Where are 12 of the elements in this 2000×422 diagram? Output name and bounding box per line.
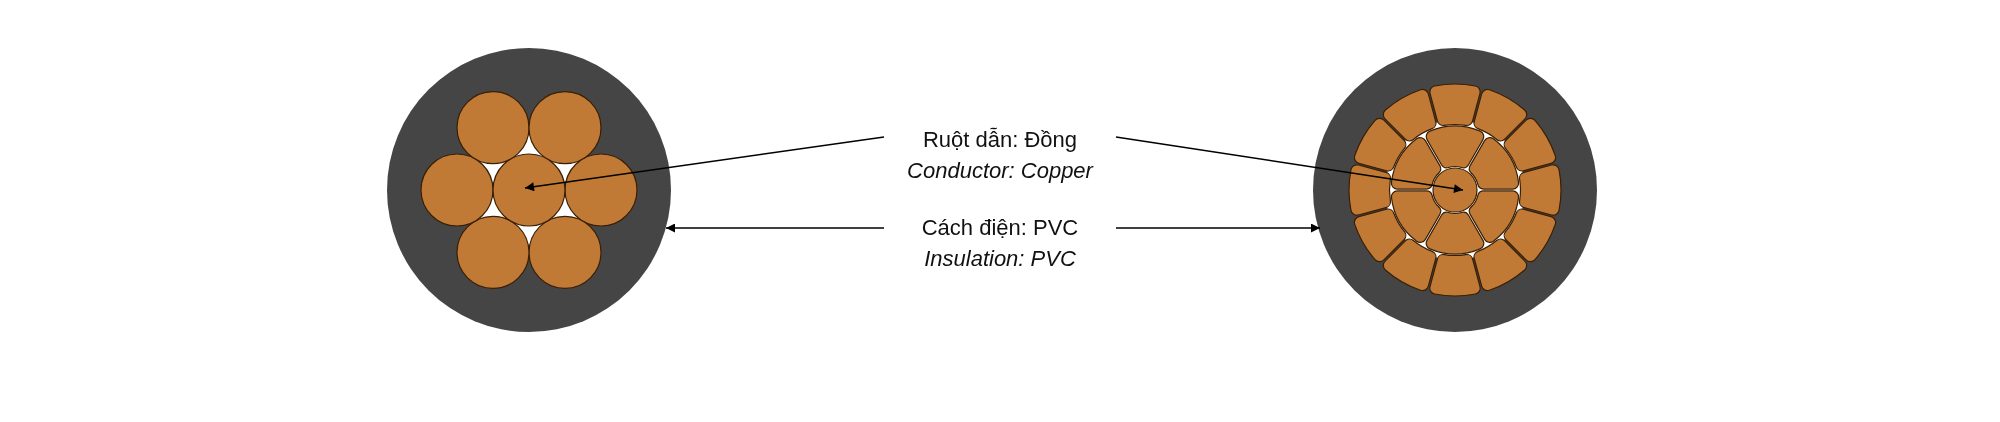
- leader-line: [665, 223, 885, 233]
- leader-line: [1115, 136, 1464, 194]
- label-english: Conductor: Copper: [907, 157, 1093, 185]
- leader-line: [524, 136, 885, 192]
- label-vietnamese: Cách điện: PVC: [921, 214, 1079, 242]
- insulation-layer-circle: [1313, 48, 1597, 332]
- center-strand-circle: [492, 153, 566, 227]
- label-vietnamese: Ruột dẫn: Đồng: [922, 126, 1078, 154]
- leader-line: [1115, 223, 1321, 233]
- insulation-layer-circle: [387, 48, 671, 332]
- center-strand-circle: [1432, 167, 1478, 213]
- label-english: Insulation: PVC: [924, 245, 1076, 273]
